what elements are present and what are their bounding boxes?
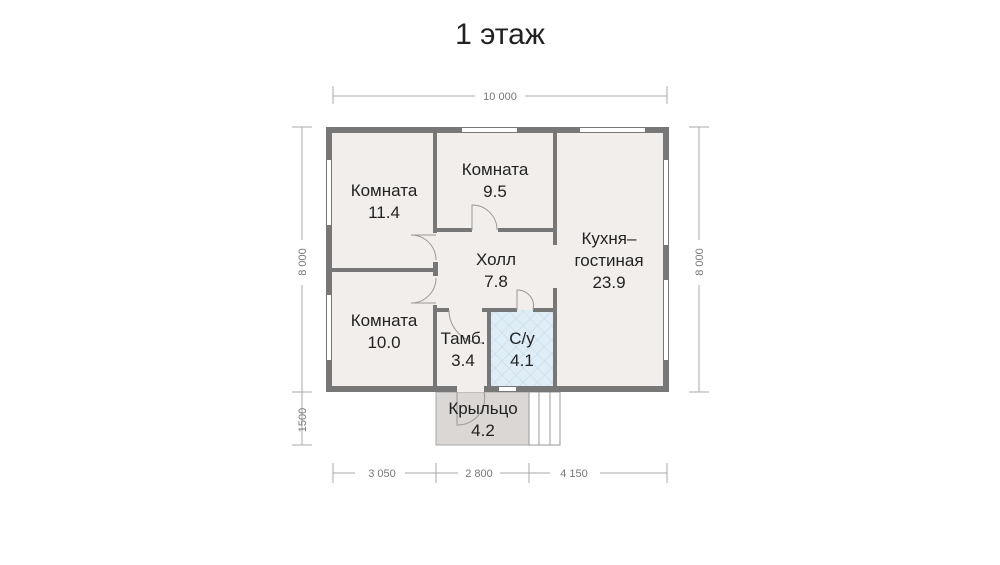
room-name: гостиная	[574, 251, 643, 270]
porch-floor	[435, 391, 530, 446]
room-area: 9.5	[483, 182, 507, 201]
dimension-right-label: 8 000	[694, 248, 706, 276]
room-name: Комната	[462, 160, 529, 179]
room-name: Холл	[476, 250, 516, 269]
dimension-right: 8 000	[689, 126, 709, 393]
room-komnata-10-0: Комната 10.0	[351, 311, 418, 352]
room-area: 7.8	[484, 272, 508, 291]
room-bathroom: С/у 4.1	[509, 329, 535, 370]
room-hall: Холл 7.8	[476, 250, 516, 291]
room-name: Комната	[351, 311, 418, 330]
dimension-bottom-2: 2 800	[465, 468, 493, 480]
room-name: Тамб.	[440, 329, 485, 348]
dimension-bottom: 3 050 2 800 4 150	[332, 463, 668, 483]
dimension-top: 10 000	[332, 86, 668, 104]
bathroom-floor	[489, 310, 555, 392]
room-kitchen-living: Кухня– гостиная 23.9	[574, 229, 643, 292]
dimension-porch-label: 1500	[297, 408, 309, 432]
dimension-left: 8 000 1500	[292, 126, 312, 446]
room-area: 23.9	[592, 273, 625, 292]
room-komnata-11-4: Комната 11.4	[351, 181, 418, 222]
room-area: 4.1	[510, 351, 534, 370]
room-vestibule: Тамб. 3.4	[440, 329, 485, 370]
dimension-bottom-3: 4 150	[560, 468, 588, 480]
room-area: 3.4	[451, 351, 475, 370]
porch-steps	[528, 391, 561, 446]
room-porch: Крыльцо 4.2	[448, 399, 517, 440]
room-area: 4.2	[471, 421, 495, 440]
doors	[410, 204, 534, 426]
room-komnata-9-5: Комната 9.5	[462, 160, 529, 201]
floor-title: 1 этаж	[455, 18, 545, 51]
walls	[326, 127, 669, 392]
dimension-bottom-1: 3 050	[368, 468, 396, 480]
room-area: 10.0	[367, 333, 400, 352]
dimension-top-label: 10 000	[483, 91, 517, 103]
room-name: С/у	[509, 329, 535, 348]
dimension-left-label: 8 000	[297, 248, 309, 276]
room-name: Кухня–	[582, 229, 637, 248]
room-name: Комната	[351, 181, 418, 200]
room-name: Крыльцо	[448, 399, 517, 418]
room-area: 11.4	[368, 203, 400, 222]
